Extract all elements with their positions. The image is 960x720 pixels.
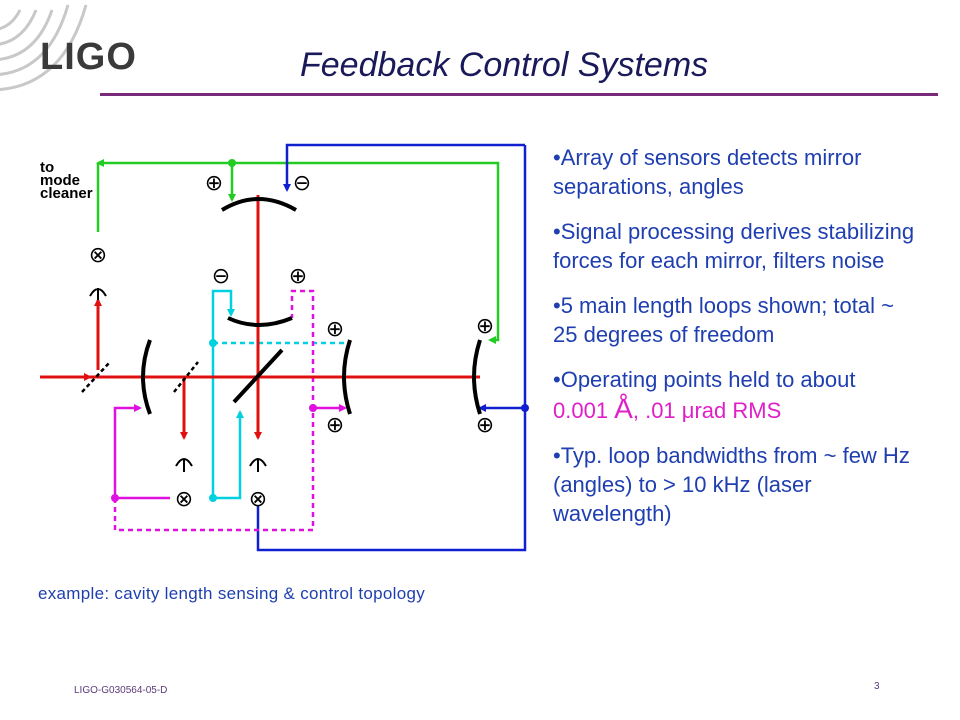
laser-beam-paths — [40, 195, 480, 440]
bullet-text: •Operating points held to about — [553, 367, 856, 392]
bullet-item: •5 main length loops shown; total ~ 25 d… — [553, 293, 894, 347]
plus-actuator-icon: ⊕ — [205, 171, 223, 196]
blue-feedback-loop — [256, 143, 527, 552]
bullet-item: •Signal processing derives stabilizing f… — [553, 219, 915, 273]
bullet-item: •Operating points held to about 0.001 Å,… — [553, 365, 923, 425]
page-number: 3 — [874, 681, 880, 692]
ligo-logo: LIGO — [40, 36, 137, 78]
plus-actuator-icon: ⊕ — [326, 413, 344, 438]
svg-text:mode: mode — [40, 172, 80, 189]
magenta-feedback-loop — [113, 289, 347, 532]
svg-text:to: to — [40, 159, 54, 176]
mixer-icon: ⊗ — [89, 243, 107, 268]
bullet-list: •Array of sensors detects mirror separat… — [553, 143, 923, 544]
diagram-caption: example: cavity length sensing & control… — [38, 584, 426, 603]
plus-actuator-icon: ⊕ — [289, 264, 307, 289]
bullet-item: •Typ. loop bandwidths from ~ few Hz (ang… — [553, 443, 910, 526]
plus-actuator-icon: ⊕ — [326, 317, 344, 342]
ligo-logo-arcs — [0, 4, 88, 92]
magenta-junction-left — [111, 494, 119, 502]
minus-actuator-icon: ⊖ — [293, 171, 311, 196]
mixer-icon: ⊗ — [249, 487, 267, 512]
cyan-feedback-loop — [211, 289, 345, 500]
photodetectors — [89, 288, 267, 472]
precision-value: 0.001 — [553, 398, 615, 423]
input-mirror-right — [342, 339, 352, 415]
end-mirror-right — [472, 339, 482, 415]
cyan-junction-top — [209, 339, 217, 347]
end-mirror-top — [220, 197, 298, 212]
cyan-junction-bottom — [209, 494, 217, 502]
blue-junction — [521, 404, 529, 412]
title-divider — [100, 93, 938, 96]
optics — [81, 197, 482, 415]
to-mode-cleaner-label: to mode cleaner — [40, 159, 93, 202]
beamsplitter — [232, 348, 284, 404]
plus-actuator-icon: ⊕ — [476, 314, 494, 339]
slide-title: Feedback Control Systems — [300, 46, 709, 84]
input-mirror-top — [227, 316, 293, 327]
green-junction — [228, 159, 236, 167]
precision-angle: , .01 μrad RMS — [632, 398, 782, 423]
document-id: LIGO-G030564-05-D — [74, 685, 168, 696]
mixer-icon: ⊗ — [175, 487, 193, 512]
angstrom-unit: Å — [614, 393, 633, 424]
green-feedback-loops — [96, 159, 500, 344]
minus-actuator-icon: ⊖ — [212, 264, 230, 289]
magenta-junction-right — [309, 404, 317, 412]
svg-text:cleaner: cleaner — [40, 185, 93, 202]
plus-actuator-icon: ⊕ — [476, 413, 494, 438]
bullet-item: •Array of sensors detects mirror separat… — [553, 145, 862, 199]
recycling-mirror — [141, 339, 152, 415]
